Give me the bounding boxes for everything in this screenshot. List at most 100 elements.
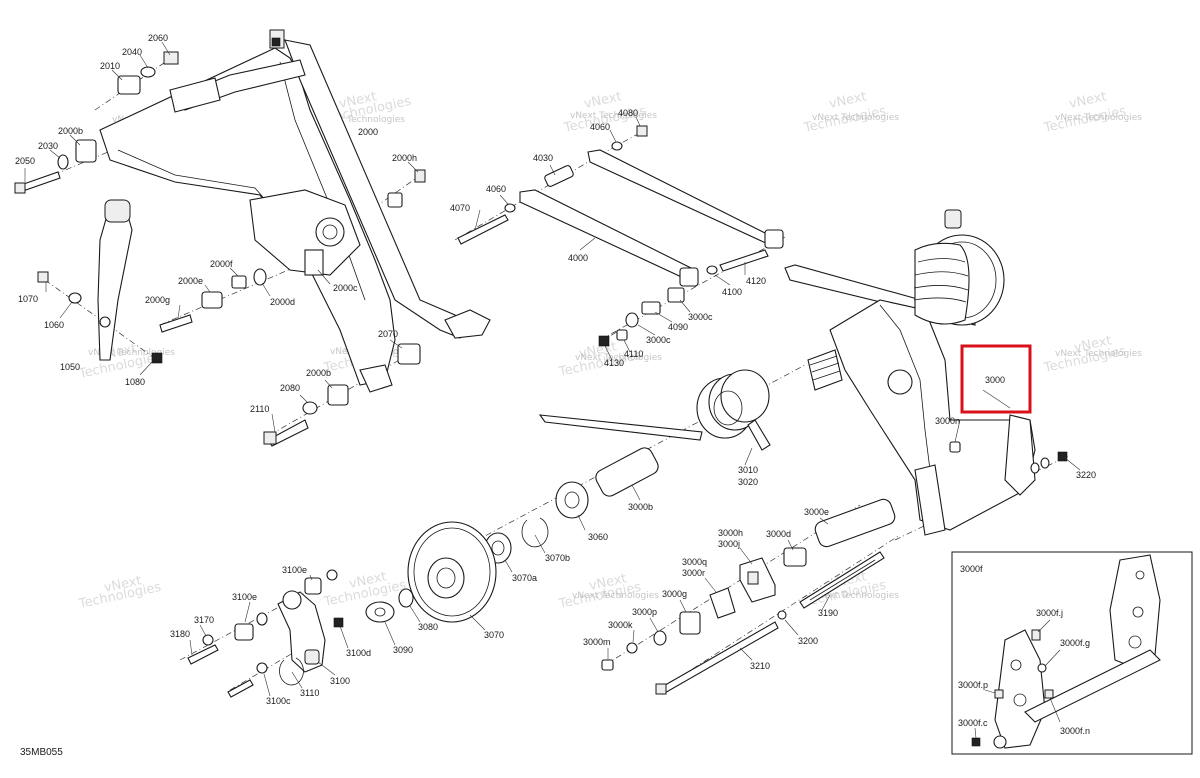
inset-hole [1135,570,1145,580]
part-label: 4060 [486,184,506,194]
part-label: 3000c [688,312,713,322]
watermark-text: vNext Technologies [572,591,659,601]
nut-2000h [414,169,426,183]
leader-line [177,304,181,319]
leader-line [739,547,753,565]
leader-line [623,339,631,353]
spring-coil-lines [913,258,969,303]
torque-rod-assembly [457,125,784,347]
bushing-3000c-upper [667,287,685,303]
leader-line [609,129,617,143]
leader-line [704,577,717,593]
washer-3100e [256,612,268,626]
bolt-4120 [719,249,769,272]
washer-3220b [1040,457,1050,469]
part-label: 3190 [818,608,838,618]
center-bracket-tab [304,249,324,276]
washer-3090 [365,601,395,623]
part-label: 3010 [738,465,758,475]
spring-coil-inner [713,390,743,426]
leader-line [549,164,556,176]
leader-line [409,605,421,623]
washer-3100c [256,662,268,674]
washer-3220a [1030,462,1040,474]
leader-line [784,619,799,636]
part-label: 2000d [270,297,295,307]
inset-3000f: 3000f [951,551,1193,755]
watermark-text: vNext Technologies [812,591,899,601]
inset-bushing [993,735,1007,749]
bolt-1070 [37,271,49,283]
center-bracket [249,189,361,276]
nut-3000m [601,659,614,671]
part-label: 3000f.c [958,718,988,728]
part-label: 3220 [1076,470,1096,480]
leader-line [139,361,153,376]
block-3000h-hole [747,571,759,585]
rear-arm-edge [879,304,931,471]
front-arm-edge [279,61,366,301]
spring-arm-3010 [538,414,703,441]
leader-line [654,311,673,323]
leader-line [984,689,996,694]
circlip-3070b [521,517,549,548]
part-label: 2070 [378,329,398,339]
part-label: 3100c [266,696,291,706]
part-label: 3000d [766,529,791,539]
nut-3220 [1057,451,1068,462]
part-label: 3000q [682,557,707,567]
leader-line [635,116,641,127]
part-label: 3000m [583,637,611,647]
part-label: 3020 [738,477,758,487]
inset-title: 3000f [960,564,983,574]
front-plate [914,464,946,536]
spline-shaft [807,349,843,391]
nut-1080 [151,352,163,364]
leader-line [679,599,687,613]
part-label-3000: 3000 [985,375,1005,385]
bushing-3000g [679,611,701,635]
part-label: 4060 [590,122,610,132]
watermark-text: vNext Technologies [570,111,657,121]
part-label: 3100 [330,676,350,686]
part-label: 3070a [512,573,537,583]
drawing-id: 35MB055 [20,747,63,758]
bolt-4070 [457,214,509,245]
part-label: 3070b [545,553,570,563]
shaft-3190-thread [809,559,876,601]
flange-3060 [555,481,589,519]
washer-3000p [653,630,667,646]
inset-bolt-3000fc [971,737,981,747]
part-label: 3100e [232,592,257,602]
washer-3200 [777,610,787,620]
wheel-hub [427,557,465,599]
leader-line [389,339,403,349]
part-label: 3100e [282,565,307,575]
washer-2080 [302,401,318,415]
part-label: 3180 [170,629,190,639]
plate-3000q [709,587,736,619]
bushing-3100e [234,623,254,641]
wheel-rim [413,527,491,617]
rod-3210-head [655,683,667,695]
part-label: 3170 [194,615,214,625]
part-label: 3060 [588,532,608,542]
part-label: 3000n [935,416,960,426]
leader-line [309,574,313,581]
circlip-3110 [279,657,304,686]
leader-line [1064,457,1081,471]
arm-top-nut [271,37,281,47]
sleeve-2000f [231,275,247,289]
bolt-3000n [949,441,961,453]
rod-3210 [659,621,779,695]
nut-3100d [333,617,344,628]
part-label: 3000f.j [1036,608,1063,618]
part-label: 3000h [718,528,743,538]
bolt-3180 [187,644,219,665]
leader-line [739,647,753,661]
wheel-bore [436,567,456,589]
inset-hole [1128,635,1142,649]
center-line [94,51,181,111]
part-label: 3210 [750,661,770,671]
leader-line [49,149,61,159]
